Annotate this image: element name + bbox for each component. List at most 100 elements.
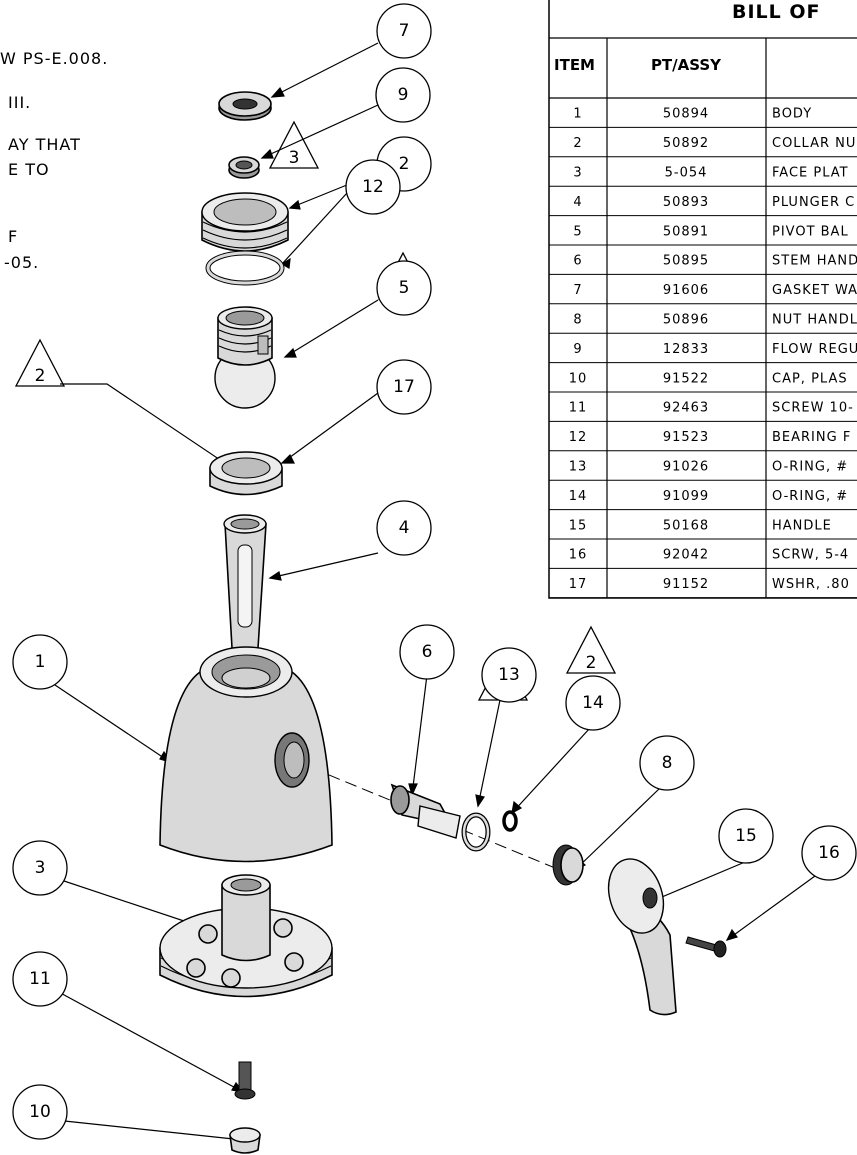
bom-cell-pt: 91522	[663, 371, 709, 386]
part-body	[159, 646, 333, 863]
leader-line	[726, 875, 816, 941]
bom-cell-pt: 91606	[663, 283, 709, 298]
notes-block: W PS-E.008. III. AY THAT E TO F -05.	[0, 49, 108, 272]
bom-cell-pt: 50891	[663, 224, 709, 239]
bom-cell-pt: 50895	[663, 254, 709, 269]
svg-text:16: 16	[818, 843, 840, 863]
part-gasket-washer	[218, 91, 272, 121]
svg-text:5: 5	[399, 278, 410, 298]
bom-cell-item: 11	[569, 401, 588, 416]
bom-cell-pt: 91523	[663, 430, 709, 445]
note-line: III.	[8, 93, 31, 112]
item-balloon: 6	[399, 624, 455, 680]
flag-label: 2	[586, 653, 597, 673]
leader-line	[271, 42, 379, 98]
bom-cell-pt: 92042	[663, 548, 709, 563]
item-balloon: 4	[376, 500, 432, 556]
svg-text:9: 9	[398, 85, 409, 105]
item-balloon: 8	[639, 735, 695, 791]
part-pivot-ball	[214, 306, 276, 409]
svg-text:12: 12	[362, 177, 384, 197]
bom-cell-item: 3	[573, 166, 582, 181]
leader-line	[261, 104, 379, 159]
bom-cell-desc: WSHR, .80	[772, 577, 850, 592]
bom-cell-desc: FLOW REGU	[772, 342, 857, 357]
bom-cell-desc: BEARING F	[772, 430, 851, 445]
item-balloon: 7	[376, 3, 432, 59]
bom-row: 7 91606 GASKET WA	[549, 283, 857, 305]
bom-cell-desc: CAP, PLAS	[772, 371, 848, 386]
flag-label: 2	[35, 366, 46, 386]
bom-cell-pt: 50894	[663, 107, 709, 122]
bom-border	[548, 0, 857, 599]
leader-line	[411, 674, 428, 796]
arrowhead	[260, 148, 274, 159]
bom-cell-item: 8	[573, 313, 582, 328]
svg-text:15: 15	[735, 826, 757, 846]
leader-line	[54, 1119, 244, 1141]
bom-cell-pt: 91026	[663, 460, 709, 475]
part-flow-regulator	[228, 156, 260, 179]
bom-cell-desc: GASKET WA	[772, 283, 857, 298]
part-washer	[209, 451, 283, 496]
leader-line	[649, 861, 746, 903]
part-o-ring-13	[461, 812, 491, 852]
bom-header-pt: PT/ASSY	[651, 56, 722, 74]
bom-cell-desc: O-RING, #	[772, 460, 848, 475]
note-line: F	[8, 227, 18, 246]
revision-flag: 2	[14, 338, 66, 387]
bom-cell-item: 7	[573, 283, 582, 298]
bom-title: BILL OF	[732, 1, 821, 23]
bom-cell-desc: PLUNGER C	[772, 195, 855, 210]
item-balloons: 7 9 2 12 5 17 4 1 6 13 14 8 15 16 3 11 1…	[12, 3, 857, 1140]
svg-text:10: 10	[29, 1102, 51, 1122]
bom-row: 6 50895 STEM HAND	[549, 254, 857, 275]
leader-line	[269, 552, 379, 579]
svg-text:2: 2	[399, 154, 410, 174]
leader-line	[54, 989, 244, 1093]
arrowhead	[288, 199, 301, 210]
part-handle-screw	[685, 936, 727, 958]
part-stem-handle	[390, 783, 461, 839]
leader-line	[477, 699, 501, 807]
bom-cell-item: 5	[573, 224, 582, 239]
svg-text:4: 4	[399, 518, 410, 538]
bom-cell-pt: 50896	[663, 313, 709, 328]
bom-cell-item: 14	[569, 489, 588, 504]
bom-cell-item: 6	[573, 254, 582, 269]
bom-cell-pt: 91152	[663, 577, 709, 592]
bom-cell-item: 4	[573, 195, 582, 210]
part-face-plate	[159, 874, 333, 998]
part-cap	[229, 1127, 261, 1154]
item-balloon: 16	[801, 825, 857, 881]
svg-text:7: 7	[399, 21, 410, 41]
leader-line	[281, 192, 348, 265]
bom-cell-desc: STEM HAND	[772, 254, 857, 269]
bom-cell-item: 10	[569, 371, 588, 386]
item-balloon: 1	[12, 634, 68, 690]
svg-text:17: 17	[393, 377, 415, 397]
note-line: AY THAT	[8, 135, 81, 154]
item-balloon: 12	[345, 159, 401, 215]
arrowhead	[280, 453, 295, 464]
note-line: W PS-E.008.	[0, 49, 108, 68]
arrowhead	[280, 257, 291, 269]
bom-cell-pt: 50892	[663, 136, 709, 151]
bom-cell-item: 1	[573, 107, 582, 122]
part-nut-handle	[552, 844, 584, 886]
flag-triangles: 3 3 2 2 2	[14, 120, 617, 701]
arrowhead	[725, 928, 738, 941]
item-balloon: 11	[12, 951, 68, 1007]
part-handle	[607, 858, 677, 1016]
item-balloon: 17	[376, 359, 432, 415]
revision-flag: 2	[565, 625, 617, 674]
